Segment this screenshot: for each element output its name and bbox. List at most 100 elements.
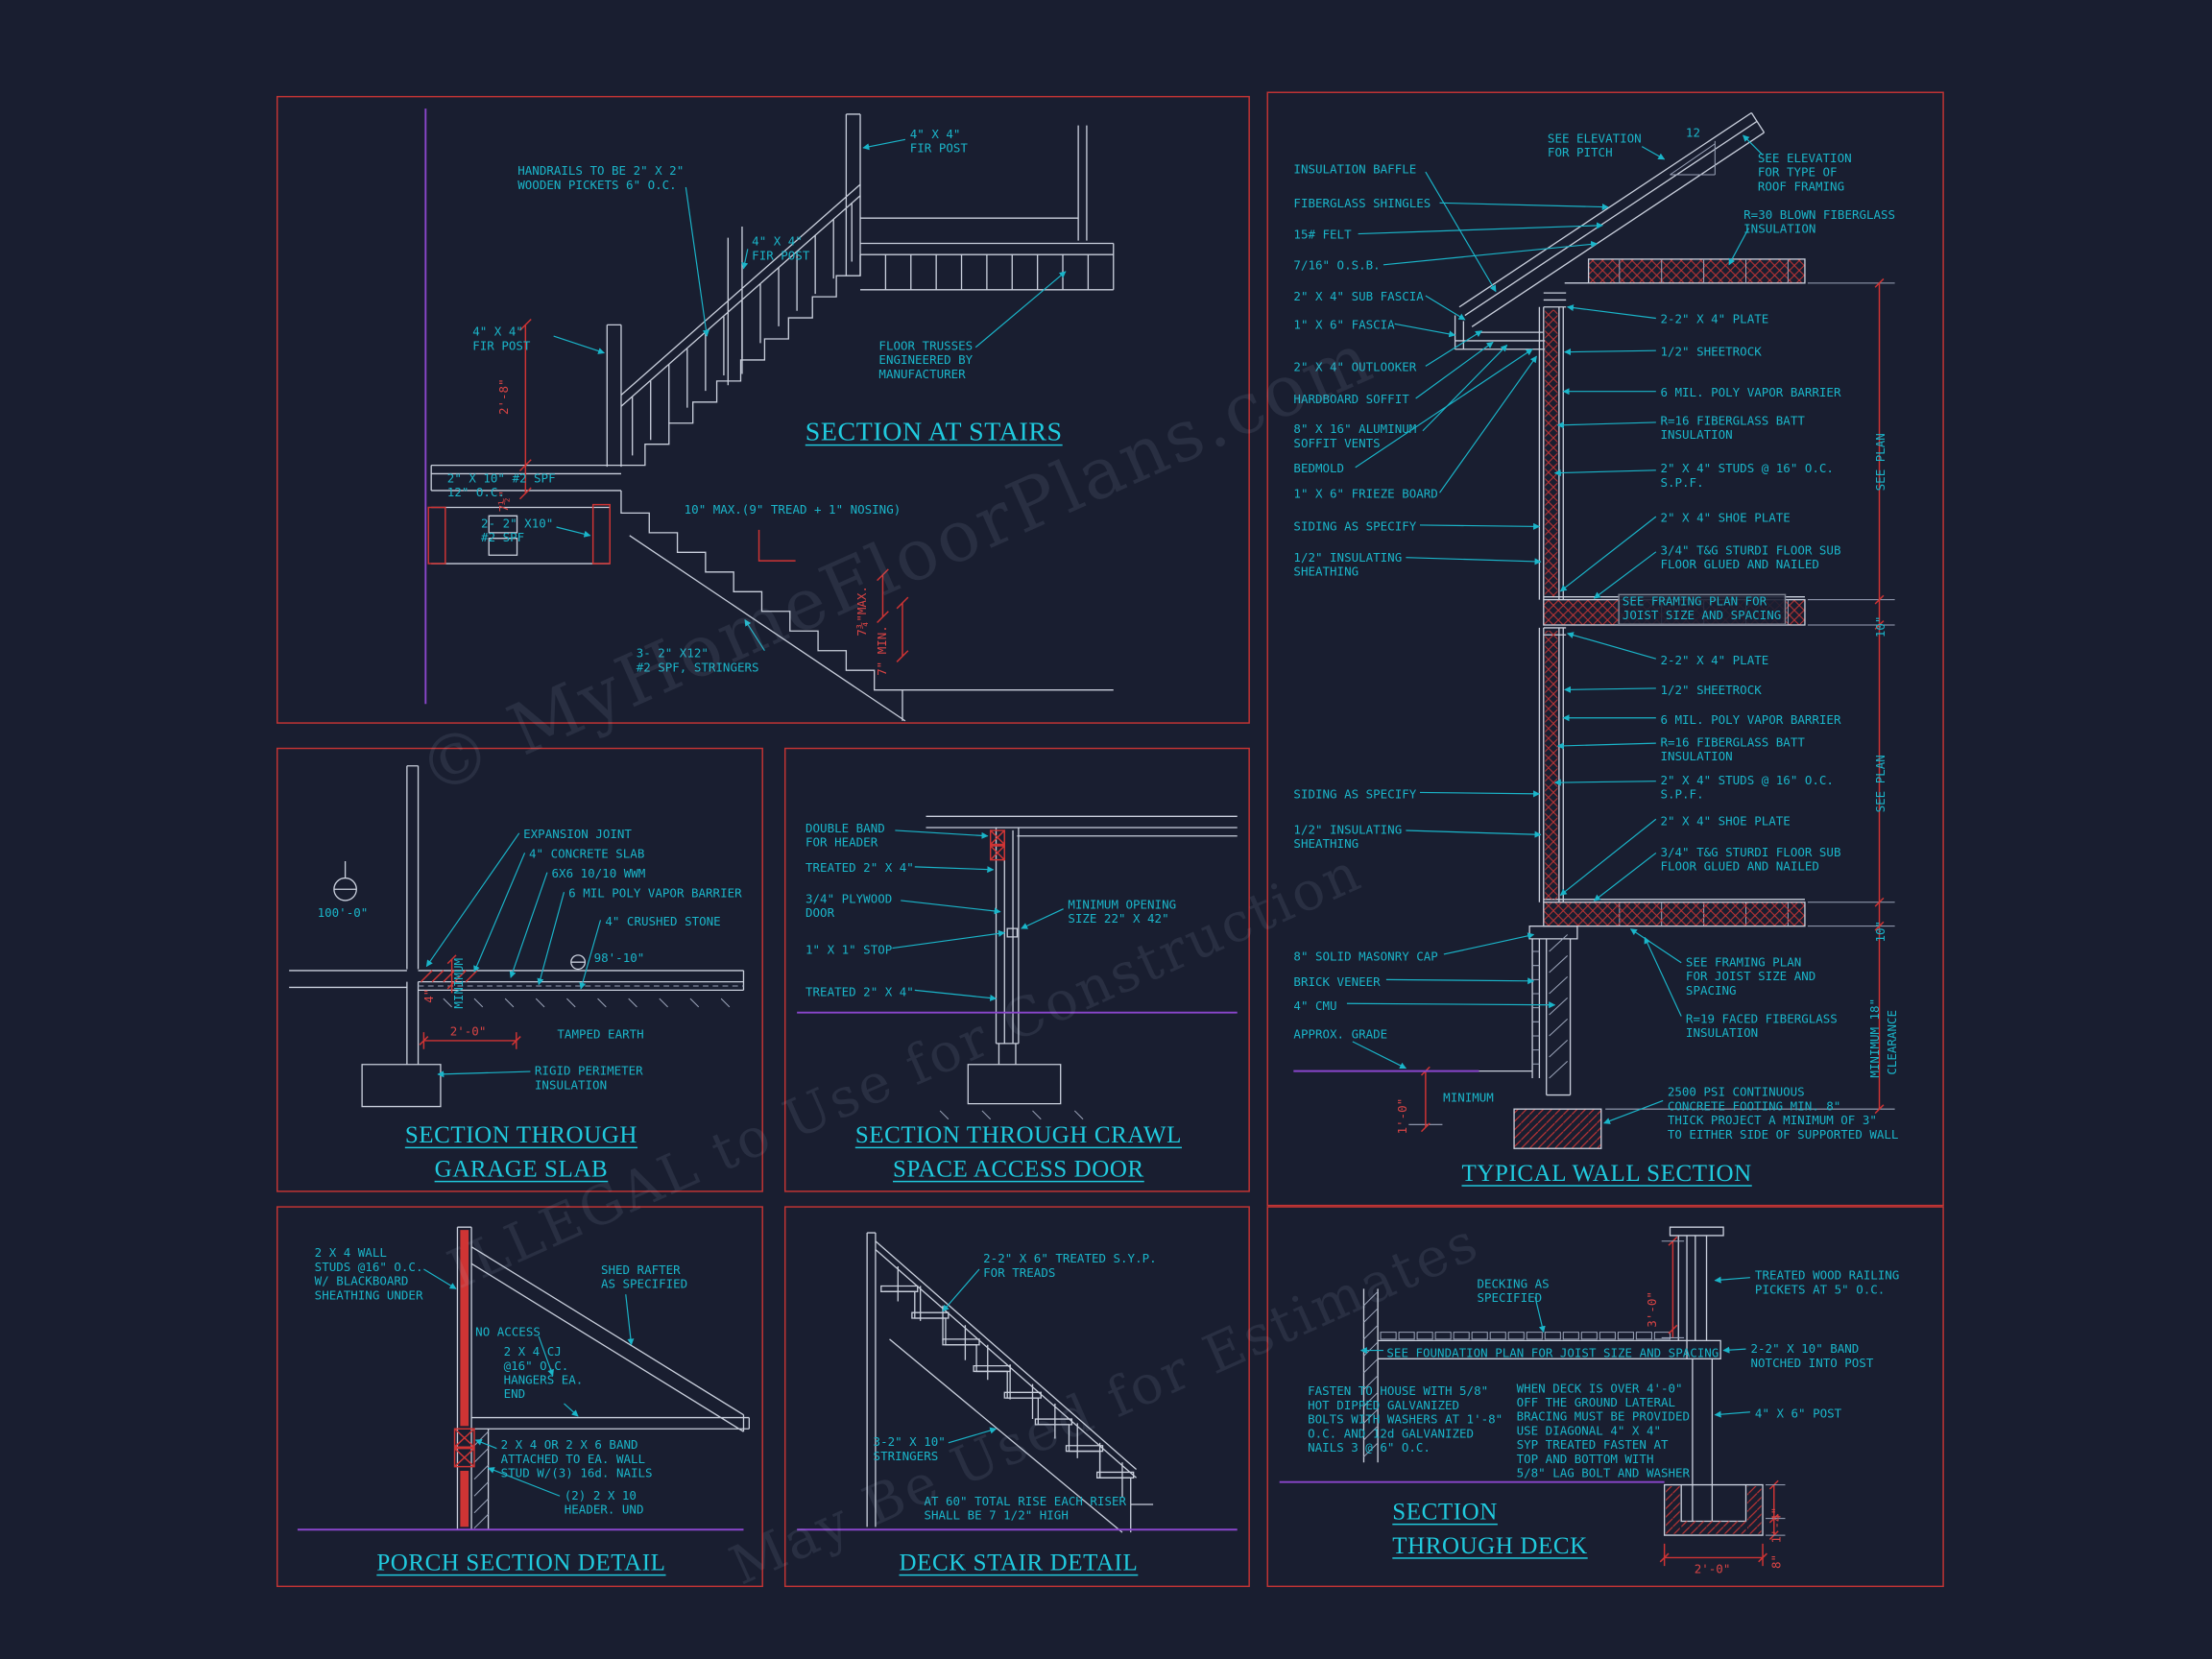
leader-line bbox=[553, 335, 606, 354]
dimension-label: 7¾"MAX. bbox=[855, 586, 871, 637]
panel-typical-wall-section: TYPICAL WALL SECTION SEE ELEVATION FOR P… bbox=[1266, 91, 1944, 1207]
leader-line bbox=[901, 900, 1001, 915]
callout-label: 8" X 16" ALUMINUM SOFFIT VENTS bbox=[1293, 422, 1417, 452]
leader-line bbox=[744, 618, 765, 652]
callout-label: 2" X 4" SHOE PLATE bbox=[1660, 512, 1791, 527]
callout-label: R=30 BLOWN FIBERGLASS INSULATION bbox=[1743, 208, 1896, 237]
callout-label: 3/4" T&G STURDI FLOOR SUB FLOOR GLUED AN… bbox=[1660, 846, 1841, 876]
callout-label: SEE FRAMING PLAN FOR JOIST SIZE AND SPAC… bbox=[1618, 593, 1786, 625]
callout-label: 2" X 4" STUDS @ 16" O.C. S.P.F. bbox=[1660, 462, 1834, 492]
callout-label: DECKING AS SPECIFIED bbox=[1477, 1278, 1550, 1307]
callout-label: 6X6 10/10 WWM bbox=[551, 867, 646, 882]
callout-label: 10" bbox=[1874, 615, 1889, 638]
dimension-label: 4" bbox=[422, 988, 438, 1003]
leader-line bbox=[974, 271, 1067, 349]
leader-line bbox=[1415, 341, 1494, 399]
callout-label: 2" X 4" OUTLOOKER bbox=[1293, 361, 1417, 375]
leader-line bbox=[1593, 551, 1657, 599]
callout-label: APPROX. GRADE bbox=[1293, 1028, 1388, 1043]
callout-label: 4" CRUSHED STONE bbox=[605, 915, 721, 930]
callout-label: 1/2" SHEETROCK bbox=[1660, 684, 1762, 699]
leader-line bbox=[1629, 928, 1682, 964]
callout-label: 4" CMU bbox=[1293, 999, 1337, 1015]
callout-label: TAMPED EARTH bbox=[557, 1028, 644, 1043]
leader-line bbox=[1443, 932, 1535, 955]
callout-label: 2- 2" X10" #2 SPF bbox=[481, 517, 554, 546]
callout-label: CLEARANCE bbox=[1886, 1009, 1901, 1075]
dimension-label: 2'-0" bbox=[449, 1025, 487, 1040]
leader-line bbox=[1382, 240, 1599, 266]
garage-slab-drawing bbox=[289, 765, 745, 1108]
leader-line bbox=[948, 1427, 998, 1444]
callout-label: 6 MIL POLY VAPOR BARRIER bbox=[568, 887, 742, 902]
leader-line bbox=[741, 249, 749, 270]
leader-line bbox=[1439, 202, 1609, 211]
leader-line bbox=[1406, 830, 1542, 838]
callout-label: 15# FELT bbox=[1293, 228, 1352, 243]
panel-title-porch: PORCH SECTION DETAIL bbox=[376, 1549, 666, 1576]
leader-line bbox=[1553, 469, 1656, 477]
callout-label: 2" X 4" STUDS @ 16" O.C. S.P.F. bbox=[1660, 774, 1834, 804]
panel-title-deckstair: DECK STAIR DETAIL bbox=[899, 1549, 1139, 1576]
callout-label: MINIMUM OPENING SIZE 22" X 42" bbox=[1068, 899, 1177, 927]
deck-stair-drawing bbox=[797, 1232, 1238, 1533]
leader-line bbox=[1420, 522, 1541, 530]
callout-label: TREATED WOOD RAILING PICKETS AT 5" O.C. bbox=[1754, 1269, 1900, 1298]
callout-label: 4" X 4" FIR POST bbox=[752, 235, 810, 264]
callout-label: RIGID PERIMETER INSULATION bbox=[534, 1065, 643, 1094]
callout-label: 4" X 6" POST bbox=[1754, 1407, 1842, 1423]
leader-line bbox=[1021, 908, 1064, 929]
callout-label: R=19 FACED FIBERGLASS INSULATION bbox=[1685, 1013, 1838, 1042]
dimension-label: 1'-4" bbox=[1770, 1506, 1785, 1544]
callout-label: 3/4" T&G STURDI FLOOR SUB FLOOR GLUED AN… bbox=[1660, 544, 1841, 573]
callout-label: SEE PLAN bbox=[1874, 755, 1889, 813]
callout-label: 6 MIL. POLY VAPOR BARRIER bbox=[1660, 386, 1841, 401]
callout-label: INSULATION BAFFLE bbox=[1293, 163, 1417, 179]
panel-garage-slab: SECTION THROUGH GARAGE SLAB EXPANSION JO… bbox=[276, 747, 763, 1192]
leader-line bbox=[1385, 977, 1535, 985]
callout-label: 1" X 6" FRIEZE BOARD bbox=[1293, 488, 1438, 503]
leader-line bbox=[1714, 1410, 1750, 1418]
callout-label: 7/16" O.S.B. bbox=[1293, 259, 1381, 275]
leader-line bbox=[538, 1335, 554, 1377]
panel-title-garage: SECTION THROUGH GARAGE SLAB bbox=[404, 1121, 638, 1183]
callout-label: MINIMUM bbox=[1443, 1092, 1494, 1107]
leader-line bbox=[1352, 1041, 1407, 1070]
callout-label: NO ACCESS bbox=[475, 1326, 541, 1340]
callout-label: HARDBOARD SOFFIT bbox=[1293, 393, 1409, 408]
callout-label: SEE FOUNDATION PLAN FOR JOIST SIZE AND S… bbox=[1386, 1347, 1719, 1361]
callout-label: 2500 PSI CONTINUOUS CONCRETE FOOTING MIN… bbox=[1667, 1086, 1899, 1143]
callout-label: 2-2" X 4" PLATE bbox=[1660, 654, 1769, 669]
leader-line bbox=[437, 1070, 531, 1078]
leader-line bbox=[1439, 355, 1537, 493]
dimension-label: 1'-0" bbox=[1396, 1097, 1411, 1135]
callout-label: SEE ELEVATION FOR TYPE OF ROOF FRAMING bbox=[1757, 152, 1852, 195]
callout-label: R=16 FIBERGLASS BATT INSULATION bbox=[1660, 415, 1805, 444]
panel-deck-stair: DECK STAIR DETAIL 2-2" X 6" TREATED S.Y.… bbox=[783, 1206, 1250, 1588]
callout-label: BRICK VENEER bbox=[1293, 975, 1381, 991]
callout-label: BEDMOLD bbox=[1293, 462, 1345, 477]
callout-label: 2" X 4" SHOE PLATE bbox=[1660, 815, 1791, 830]
callout-label: SHED RAFTER AS SPECIFIED bbox=[600, 1263, 688, 1292]
deck-section-drawing bbox=[1279, 1226, 1786, 1567]
callout-label: TREATED 2" X 4" bbox=[805, 986, 914, 1000]
leader-line bbox=[1394, 323, 1456, 338]
porch-section-drawing bbox=[297, 1226, 750, 1531]
callout-label: 10" bbox=[1874, 920, 1889, 943]
callout-label: 10" MAX.(9" TREAD + 1" NOSING) bbox=[684, 503, 902, 518]
leader-line bbox=[914, 866, 995, 874]
callout-label: 8" SOLID MASONRY CAP bbox=[1293, 950, 1438, 966]
leader-line bbox=[892, 929, 1005, 950]
leader-line bbox=[1425, 295, 1466, 321]
callout-label: 98'-10" bbox=[593, 951, 645, 967]
leader-line bbox=[1641, 146, 1666, 160]
leader-line bbox=[1644, 936, 1682, 1017]
leader-line bbox=[1564, 685, 1656, 693]
crawl-door-drawing bbox=[797, 815, 1238, 1120]
callout-label: 1" X 6" FASCIA bbox=[1293, 319, 1395, 333]
callout-label: AT 60" TOTAL RISE EACH RISER SHALL BE 7 … bbox=[924, 1495, 1127, 1524]
leader-line bbox=[1564, 349, 1656, 356]
callout-label: FASTEN TO HOUSE WITH 5/8" HOT DIPPED GAL… bbox=[1308, 1384, 1503, 1456]
leader-line bbox=[1346, 1001, 1556, 1009]
